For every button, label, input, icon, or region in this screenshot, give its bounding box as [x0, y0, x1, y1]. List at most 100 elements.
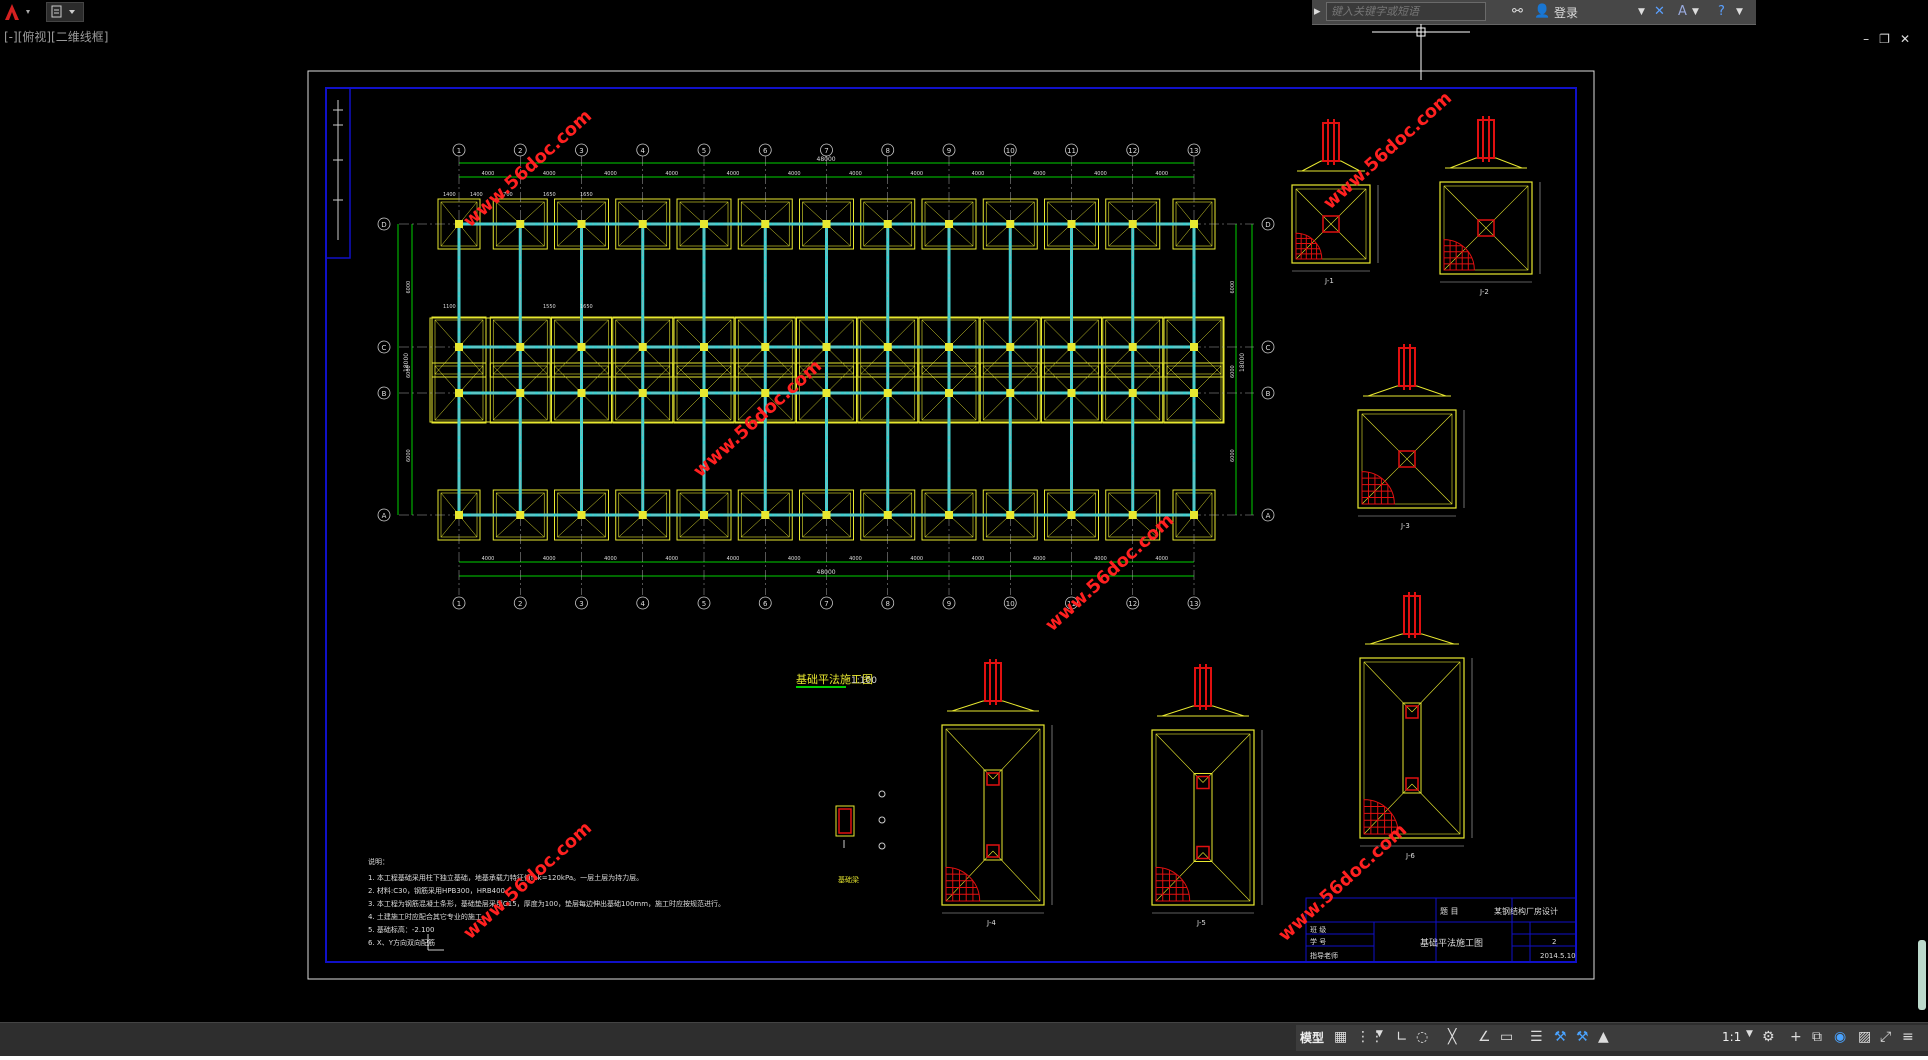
search-input[interactable]	[1326, 2, 1486, 21]
help-icon[interactable]: ?	[1718, 4, 1725, 19]
chevron-down-icon[interactable]: ▼	[1746, 1029, 1753, 1039]
annotation-visibility-icon[interactable]: ⚒	[1554, 1029, 1567, 1045]
column	[945, 343, 953, 351]
watermark-text: www.56doc.com	[1274, 820, 1411, 946]
a360-icon[interactable]: A	[1678, 4, 1687, 19]
grid-icon[interactable]: ▦	[1334, 1029, 1348, 1045]
axis-number: 10	[1006, 147, 1015, 155]
axis-bubble	[881, 596, 895, 610]
customize-icon[interactable]: ≡	[1902, 1029, 1914, 1045]
chevron-down-icon[interactable]: ▼	[1376, 1029, 1383, 1039]
footing-dim-label: 1550	[543, 304, 556, 310]
chevron-down-icon[interactable]: ▼	[1692, 7, 1699, 17]
hardware-acceleration-icon[interactable]: ◉	[1834, 1029, 1847, 1045]
x-exchange-icon[interactable]: ✕	[1654, 4, 1665, 19]
isodraft-icon[interactable]: ╳	[1448, 1029, 1457, 1045]
status-bar: 模型 ▦ ⋮⋮ ▼ ∟ ◌ ╳ ∠ ▭ ☰ ⚒ ⚒ ▲ 1:1 ▼ ⚙ + ⧉ …	[0, 1022, 1928, 1057]
footing-elevation	[1367, 385, 1447, 397]
binoculars-icon[interactable]: ⚯	[1512, 4, 1523, 19]
column	[638, 389, 647, 397]
title-block-sheet-no: 2	[1552, 938, 1556, 946]
title-block-row: 班 级	[1310, 925, 1326, 934]
plus-icon[interactable]: +	[1790, 1029, 1802, 1045]
axis-bubble	[881, 143, 895, 157]
axis-letter: C	[1266, 344, 1271, 352]
title-block-project-name: 某钢结构厂房设计	[1494, 906, 1558, 916]
column-stub	[1405, 777, 1419, 791]
window-bottom-edge	[0, 1056, 1928, 1060]
osnap-icon[interactable]: ∠	[1478, 1029, 1491, 1045]
bay-dim: 4000	[972, 171, 985, 177]
search-expand-icon[interactable]: ▸	[1314, 4, 1321, 19]
fullscreen-icon[interactable]: ⤢	[1880, 1029, 1892, 1045]
column	[1128, 389, 1137, 397]
footing-slope	[1363, 661, 1413, 713]
user-icon[interactable]: 👤	[1534, 4, 1551, 19]
total-width-dim: 48000	[817, 156, 836, 163]
clean-screen-icon[interactable]: ▨	[1858, 1029, 1872, 1045]
restore-icon[interactable]: ❐	[1879, 32, 1900, 46]
axis-number: 8	[886, 147, 890, 155]
footing-slope	[1411, 783, 1461, 835]
foundation-plan: 4800048000400040004000400040004000400040…	[377, 143, 1275, 610]
column	[1190, 511, 1198, 519]
column	[1006, 389, 1015, 397]
axis-bubble	[1065, 143, 1078, 157]
chevron-down-icon[interactable]: ▼	[1638, 7, 1645, 17]
drawing-canvas[interactable]: 4800048000400040004000400040004000400040…	[0, 24, 1928, 1020]
footing-plan-outer	[1359, 657, 1465, 839]
axis-bubble	[942, 596, 956, 610]
column-stub	[1322, 215, 1340, 233]
bay-dim: 4000	[482, 556, 495, 562]
bay-dim: 4000	[849, 556, 862, 562]
annotation-scale-label[interactable]: 1:1	[1722, 1030, 1742, 1044]
snap-icon[interactable]: ⋮⋮	[1356, 1029, 1384, 1045]
detail-label: J-2	[1479, 288, 1489, 296]
plan-title: 基础平法施工图 1:100	[796, 672, 877, 688]
axis-bubble	[1003, 596, 1017, 610]
autocad-logo-icon[interactable]	[2, 2, 40, 22]
axis-number: 3	[579, 147, 583, 155]
polar-icon[interactable]: ◌	[1416, 1029, 1429, 1045]
footing-slope	[1361, 413, 1453, 505]
axis-bubble	[820, 143, 833, 157]
axis-number: 12	[1128, 147, 1137, 155]
column-stub	[986, 772, 1000, 786]
ortho-icon[interactable]: ∟	[1396, 1029, 1408, 1045]
column	[883, 220, 892, 228]
selection-cycle-icon[interactable]: ▭	[1500, 1029, 1514, 1045]
workspace-gear-icon[interactable]: ⚙	[1762, 1029, 1775, 1045]
axis-number: 4	[641, 147, 646, 155]
axis-letter: C	[382, 344, 387, 352]
bay-dim: 4000	[849, 171, 862, 177]
axis-bubble	[377, 340, 391, 354]
footing-elevation	[951, 700, 1035, 712]
axis-bubble	[575, 596, 588, 610]
axis-bubble	[758, 596, 772, 610]
model-tab[interactable]: 模型	[1300, 1031, 1325, 1045]
axis-bubble	[1261, 340, 1275, 354]
lineweight-icon[interactable]: ☰	[1530, 1029, 1543, 1045]
chevron-down-icon[interactable]: ▼	[1736, 7, 1743, 17]
scroll-indicator[interactable]	[1918, 940, 1926, 1010]
footing-elevation	[1369, 633, 1455, 645]
axis-letter: D	[1265, 221, 1270, 229]
isolate-icon[interactable]: ⧉	[1812, 1029, 1822, 1045]
annotation-scale-icon[interactable]: ▲	[1598, 1029, 1609, 1045]
bay-dim: 4000	[972, 556, 985, 562]
quick-access-menu-button[interactable]	[46, 2, 84, 22]
footing-slope	[1411, 661, 1461, 713]
axis-bubble	[452, 143, 466, 157]
window-controls[interactable]: –❐✕	[1863, 32, 1920, 46]
axis-number: 2	[518, 147, 522, 155]
minimize-icon[interactable]: –	[1863, 32, 1880, 46]
viewport-controls-label[interactable]: [-][俯视][二维线框]	[4, 30, 109, 44]
close-icon[interactable]: ✕	[1899, 32, 1920, 46]
total-width-dim: 48000	[817, 569, 836, 576]
footing-plan-inner	[945, 728, 1041, 902]
login-label[interactable]: 登录	[1554, 6, 1579, 20]
auto-scale-icon[interactable]: ⚒	[1576, 1029, 1589, 1045]
axis-bubble	[1126, 143, 1140, 157]
detail-label: J-5	[1196, 919, 1206, 927]
